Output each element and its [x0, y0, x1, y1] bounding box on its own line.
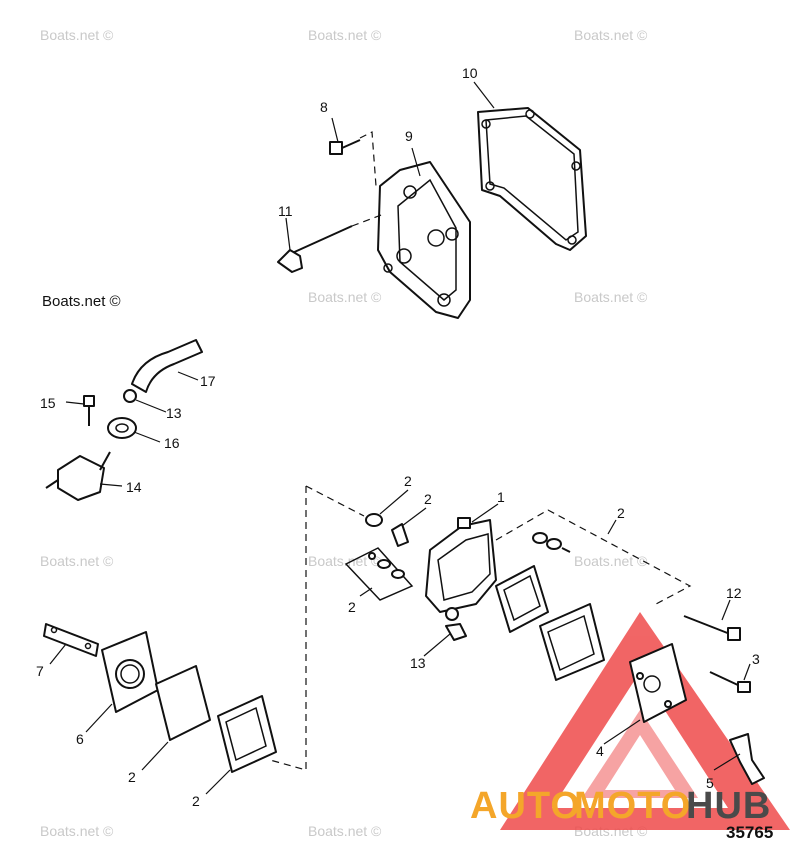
logo-moto: MOTO [574, 785, 691, 827]
gasket-10 [477, 107, 587, 251]
callout-2: 2 [128, 769, 136, 785]
washers-2d [532, 532, 571, 553]
leader-lines [49, 81, 751, 795]
callout-1: 1 [497, 489, 505, 505]
callout-3: 3 [752, 651, 760, 667]
elbow-5 [729, 733, 765, 785]
watermark: Boats.net © [574, 553, 648, 569]
hose-17 [131, 339, 203, 393]
gasket-2f [539, 603, 605, 681]
spring-2b [391, 523, 409, 547]
gasket-2g [155, 665, 211, 741]
callout-6: 6 [76, 731, 84, 747]
logo-wordmark: AUTO MOTO HUB [470, 785, 771, 827]
fuel-pump-14 [45, 451, 111, 501]
watermark: Boats.net © [40, 823, 114, 839]
callout-9: 9 [405, 128, 413, 144]
callout-2: 2 [404, 473, 412, 489]
callout-14: 14 [126, 479, 142, 495]
bracket-7 [43, 623, 99, 657]
watermark: Boats.net © [308, 823, 382, 839]
callout-10: 10 [462, 65, 478, 81]
fitting-13 [445, 623, 467, 641]
watermark: Boats.net © [308, 27, 382, 43]
sensor-11 [277, 225, 353, 273]
washer-2a [365, 513, 383, 527]
logo-hub: HUB [686, 785, 771, 827]
callout-2: 2 [192, 793, 200, 809]
gasket-2e [495, 565, 549, 633]
callout-2: 2 [617, 505, 625, 521]
assembly-line [495, 509, 692, 605]
cover-plate-9 [377, 161, 471, 319]
gasket-2h [217, 695, 277, 773]
seal-kit-2c [344, 547, 414, 601]
carburetor-body-1 [425, 517, 497, 621]
callout-15: 15 [40, 395, 56, 411]
callout-13: 13 [410, 655, 426, 671]
assembly-line [269, 486, 307, 771]
clamp-13-upper [123, 389, 137, 403]
callout-13: 13 [166, 405, 182, 421]
callout-11: 11 [278, 203, 293, 219]
screw-3 [709, 671, 751, 693]
grommet-16 [107, 417, 137, 439]
watermark: Boats.net © [574, 27, 648, 43]
callout-7: 7 [36, 663, 44, 679]
screw-8 [329, 139, 361, 155]
callout-2: 2 [348, 599, 356, 615]
callout-17: 17 [200, 373, 216, 389]
callout-numbers: 1 2 2 2 2 2 2 3 4 5 6 7 8 9 10 11 12 13 … [36, 65, 760, 809]
cover-plate-4 [629, 643, 687, 723]
adapter-6 [101, 631, 159, 713]
callout-4: 4 [596, 743, 604, 759]
watermark: Boats.net © [40, 27, 114, 43]
watermark: Boats.net © [574, 289, 648, 305]
assembly-line [359, 131, 377, 187]
watermark: Boats.net © [308, 289, 382, 305]
callout-16: 16 [164, 435, 180, 451]
assembly-line [305, 485, 365, 517]
screw-12 [683, 615, 741, 641]
callout-12: 12 [726, 585, 742, 601]
bolt-15 [83, 395, 95, 426]
assembly-line [351, 213, 385, 227]
callout-2: 2 [424, 491, 432, 507]
watermark: Boats.net © [308, 553, 382, 569]
diagram-code: 35765 [726, 823, 773, 842]
logo-triangle-hole [605, 735, 675, 790]
logo-auto: AUTO [470, 785, 581, 827]
callout-8: 8 [320, 99, 328, 115]
watermark-dark: Boats.net © [42, 293, 121, 310]
watermark: Boats.net © [40, 553, 114, 569]
callout-5: 5 [706, 775, 714, 791]
